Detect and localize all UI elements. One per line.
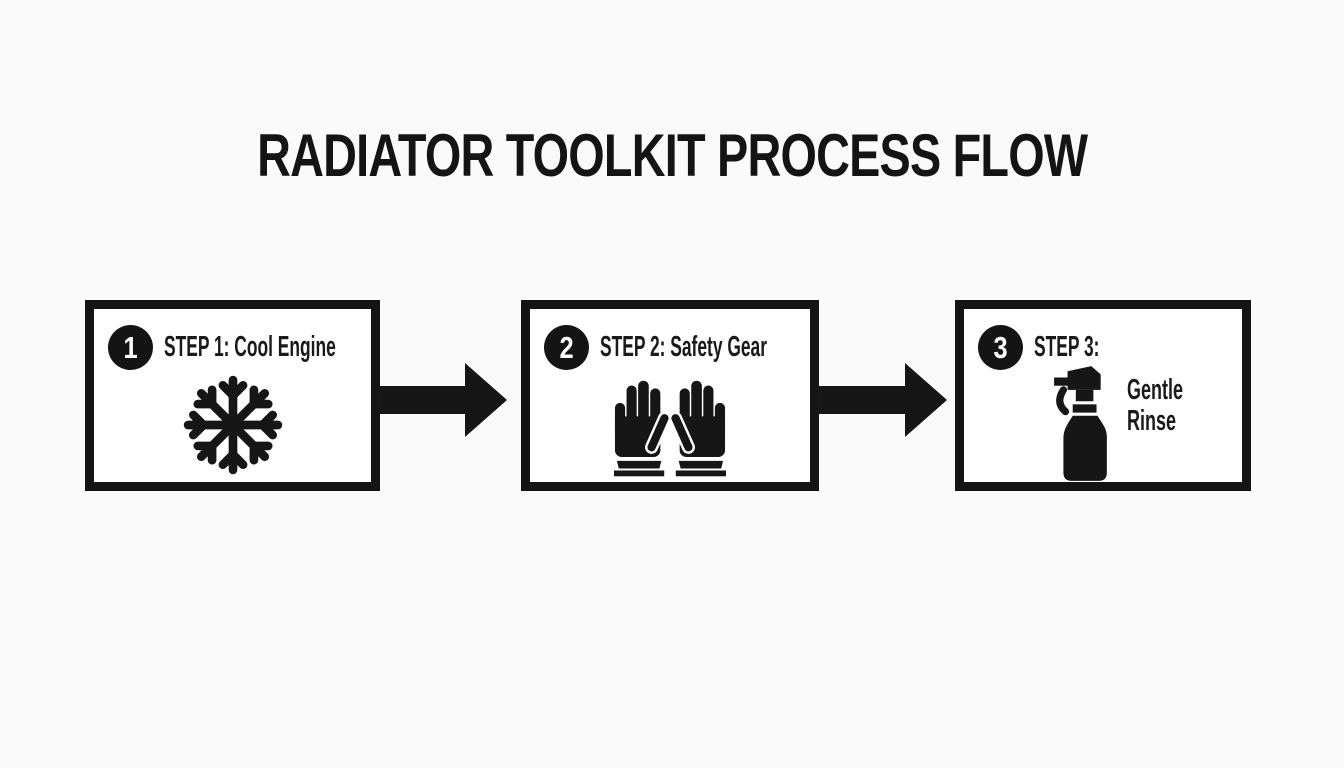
step-3-header: 3 STEP 3: (978, 325, 1143, 370)
spray-bottle-icon (1054, 366, 1107, 481)
step-1-header: 1 STEP 1: Cool Engine (108, 325, 450, 370)
arrow-right-icon (377, 363, 507, 437)
step-1-label: STEP 1: Cool Engine (164, 331, 336, 363)
step-1-number-badge: 1 (108, 325, 153, 370)
gloves-icon (614, 379, 726, 477)
step-3-number: 3 (993, 330, 1008, 365)
step-3-caption: Gentle Rinse (1127, 374, 1183, 437)
page-title-text: RADIATOR TOOLKIT PROCESS FLOW (256, 122, 1088, 189)
step-3-label: STEP 3: (1034, 331, 1100, 363)
step-1-number: 1 (123, 330, 138, 365)
step-3-number-badge: 3 (978, 325, 1023, 370)
step-box-2: 2 STEP 2: Safety Gear (521, 300, 819, 491)
flow-arrow-1 (377, 361, 507, 439)
step-2-number-badge: 2 (544, 325, 589, 370)
flow-arrow-2 (817, 361, 947, 439)
arrow-right-icon (817, 363, 947, 437)
step-2-label: STEP 2: Safety Gear (600, 331, 767, 363)
step-2-header: 2 STEP 2: Safety Gear (544, 325, 878, 370)
step-2-number: 2 (559, 330, 574, 365)
step-box-1: 1 STEP 1: Cool Engine (85, 300, 380, 491)
page-title: RADIATOR TOOLKIT PROCESS FLOW (0, 126, 1344, 186)
step-box-3: 3 STEP 3: Gentle Rinse (955, 300, 1251, 491)
snowflake-icon (183, 375, 282, 475)
